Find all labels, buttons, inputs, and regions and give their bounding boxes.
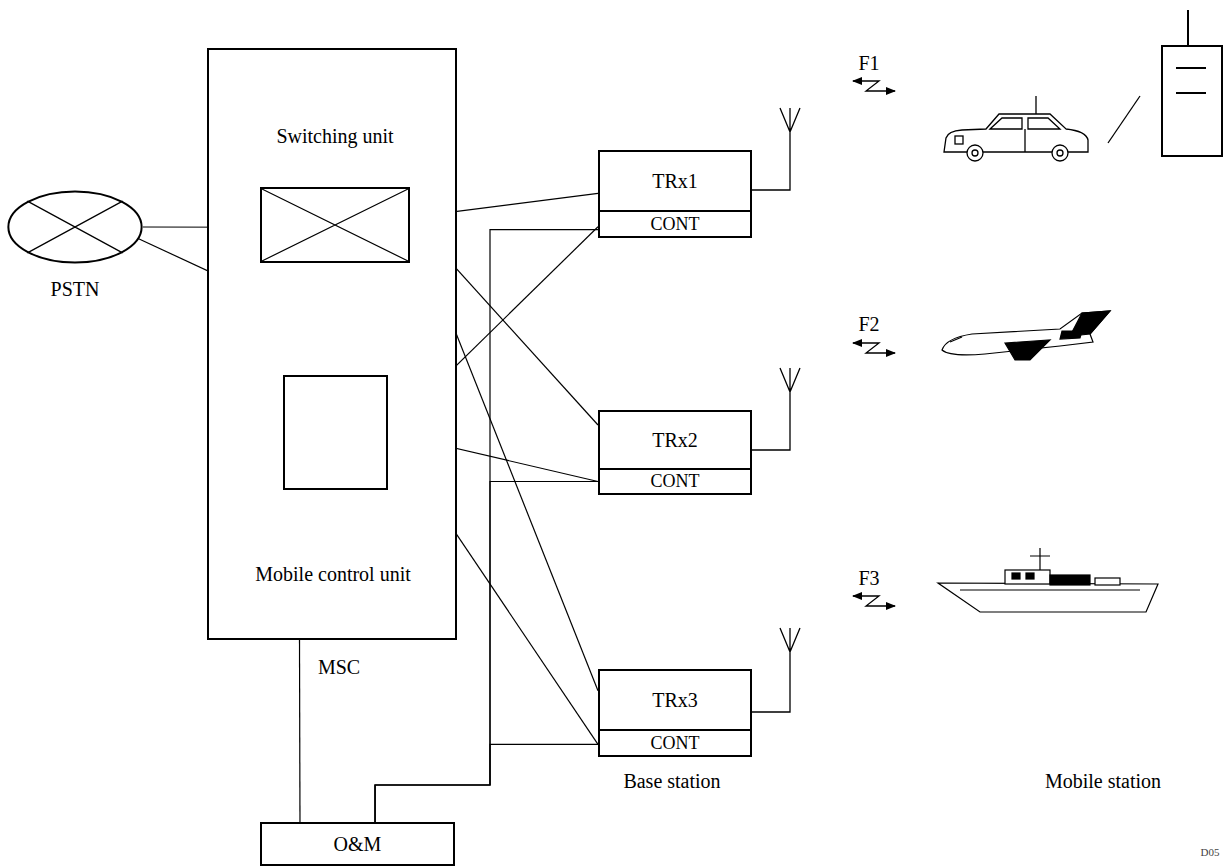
transceiver-box: TRx2	[598, 410, 752, 470]
cross-symbol	[27, 201, 122, 253]
radio-link	[853, 81, 895, 91]
antennas	[752, 108, 800, 712]
switching-unit: Switching unit	[260, 187, 410, 263]
handheld-body	[1162, 46, 1222, 156]
separator-slash	[1108, 96, 1140, 143]
figure-code: D05	[1201, 846, 1220, 859]
cross-symbol	[262, 189, 408, 261]
radio-links	[853, 81, 895, 606]
car-wheel	[967, 145, 983, 161]
controller-box: CONT	[598, 468, 752, 495]
ellipse-outline	[7, 190, 143, 264]
car-hub	[1057, 150, 1063, 156]
node-label: O&M	[334, 833, 382, 856]
antenna-symbol	[752, 628, 800, 712]
frequency-label: F2	[858, 313, 879, 336]
controller-box: CONT	[598, 729, 752, 757]
node-heading: PSTN	[51, 278, 100, 301]
group-label: Mobile station	[1045, 770, 1161, 793]
handheld-antenna	[1187, 10, 1189, 46]
antenna-symbol	[752, 108, 800, 190]
ship-window	[1026, 573, 1034, 579]
connector-line	[299, 640, 301, 822]
car-antenna	[1035, 96, 1036, 114]
car-picture	[944, 96, 1088, 161]
ship-bridge	[1005, 570, 1050, 584]
node-label: TRx2	[652, 429, 698, 452]
frequency-label: F3	[858, 567, 879, 590]
node-label: TRx1	[652, 170, 698, 193]
plane-wing	[1005, 340, 1050, 360]
network-cloud: PSTN	[7, 190, 143, 264]
ship-deckhouse	[1050, 575, 1090, 585]
transceiver-box: TRx1	[598, 150, 752, 212]
maintenance-box: O&M	[260, 822, 455, 866]
car-wheel	[1052, 145, 1068, 161]
control-unit: Mobile control unit	[283, 375, 388, 490]
ellipse-outline	[8, 191, 141, 262]
switching-centre: MSCSwitching unitMobile control unit	[207, 48, 457, 640]
car-phone	[955, 136, 963, 144]
node-heading: Switching unit	[276, 125, 393, 148]
car-hub	[972, 150, 978, 156]
radio-link	[853, 596, 895, 606]
handheld-picture	[1162, 10, 1222, 156]
ship-mast	[1030, 548, 1050, 570]
plane-picture	[942, 311, 1110, 360]
car-window	[990, 118, 1060, 129]
node-label: CONT	[651, 733, 700, 754]
controller-box: CONT	[598, 210, 752, 238]
plane-engine	[1060, 331, 1082, 339]
node-label: TRx3	[652, 689, 698, 712]
ship-line	[960, 589, 1140, 590]
transceiver-box: TRx3	[598, 669, 752, 731]
node-heading: MSC	[318, 656, 360, 679]
ship-deckhouse	[1095, 578, 1120, 585]
radio-link	[853, 343, 895, 353]
cross-symbol	[262, 189, 408, 261]
connector-line	[375, 744, 598, 822]
group-label: Base station	[623, 770, 720, 793]
antenna-symbol	[752, 368, 800, 450]
car-door	[1024, 129, 1025, 152]
handheld-line	[1176, 92, 1206, 94]
handheld-line	[1176, 67, 1206, 69]
node-label: CONT	[651, 214, 700, 235]
frequency-label: F1	[858, 52, 879, 75]
plane-cockpit	[950, 337, 962, 342]
ship-window	[1012, 573, 1020, 579]
ship-hull	[938, 583, 1158, 612]
ship-picture	[938, 548, 1158, 612]
node-label: CONT	[651, 471, 700, 492]
node-heading: Mobile control unit	[255, 563, 411, 586]
car-body	[944, 114, 1088, 152]
